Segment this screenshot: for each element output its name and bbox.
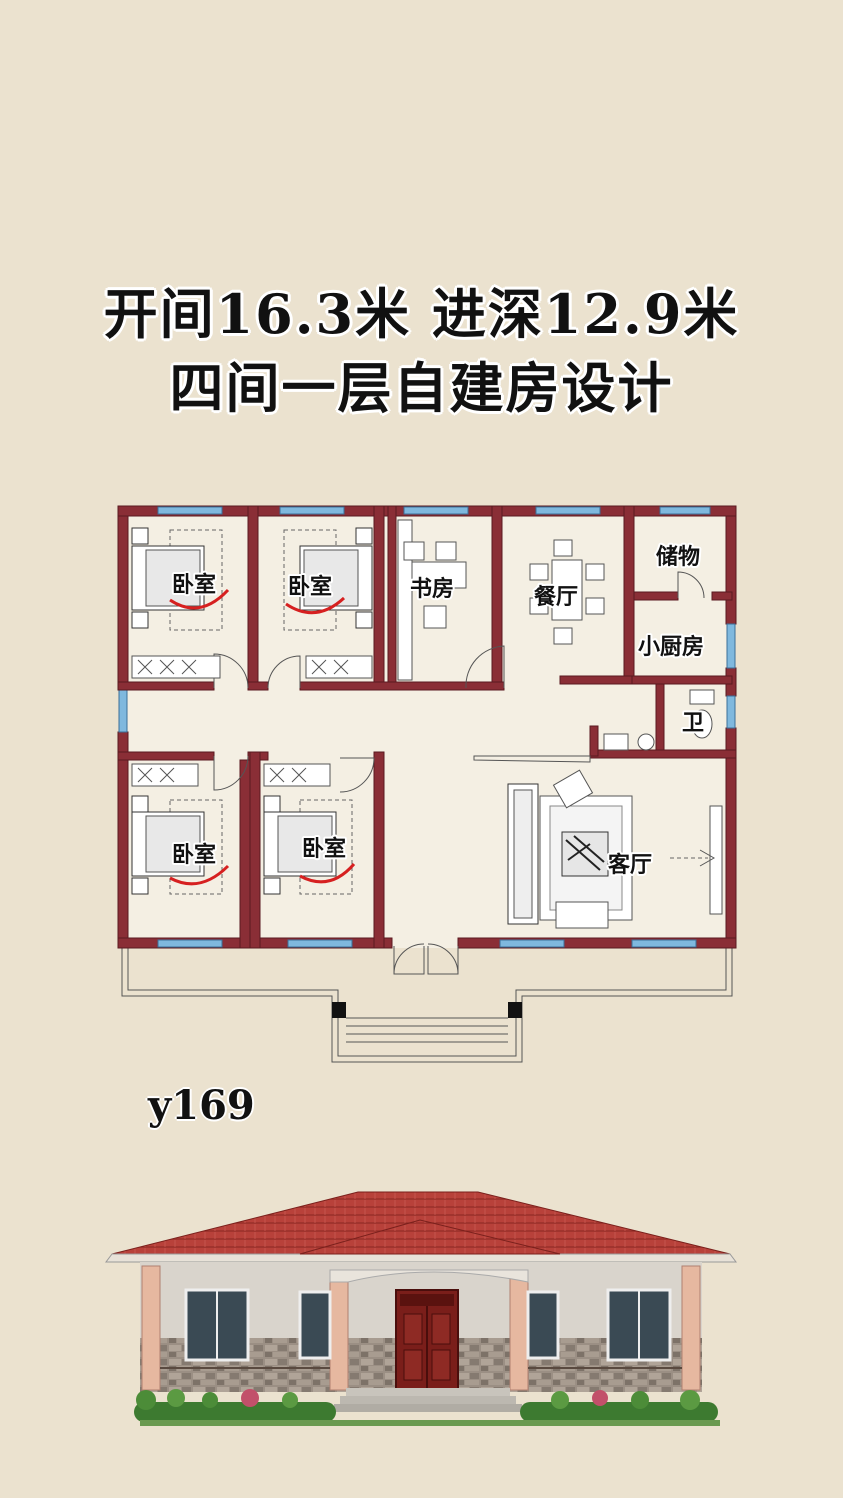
label-storage: 储物 bbox=[656, 544, 700, 570]
doors bbox=[213, 571, 705, 975]
label-bathroom: 卫 bbox=[682, 711, 704, 736]
label-bedroom-2: 卧室 bbox=[288, 574, 332, 600]
dining-furniture bbox=[529, 539, 605, 645]
room-labels: 卧室 卧室 书房 餐厅 储物 小厨房 卫 卧室 卧室 客厅 bbox=[170, 542, 706, 880]
title-line-1: 开间16.3米 进深12.9米 bbox=[103, 282, 740, 346]
label-bedroom-3: 卧室 bbox=[172, 842, 216, 868]
living-furniture bbox=[507, 769, 723, 929]
label-living: 客厅 bbox=[608, 852, 652, 878]
interior-walls bbox=[117, 505, 737, 949]
label-bedroom-4: 卧室 bbox=[302, 836, 346, 862]
label-bedroom-1: 卧室 bbox=[172, 572, 216, 598]
plan-code: y169 bbox=[148, 1082, 255, 1129]
title-line-2: 四间一层自建房设计 bbox=[169, 356, 674, 420]
porch-outline bbox=[121, 948, 733, 1063]
study-furniture bbox=[397, 519, 467, 681]
label-kitchen: 小厨房 bbox=[638, 634, 704, 660]
windows bbox=[118, 506, 736, 948]
bedroom-furniture bbox=[131, 527, 373, 895]
label-dining: 餐厅 bbox=[534, 585, 578, 610]
bathroom-fixtures bbox=[603, 689, 715, 751]
label-study: 书房 bbox=[410, 576, 454, 602]
